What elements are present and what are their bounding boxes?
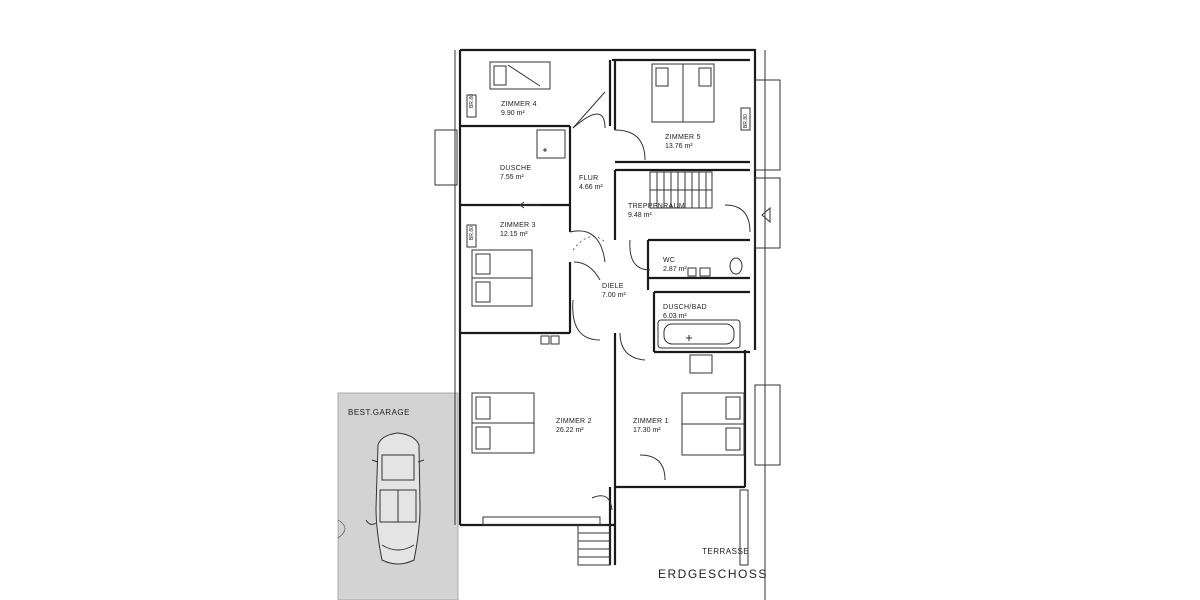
room-name: TREPPENRAUM: [628, 203, 685, 210]
floor-title: ERDGESCHOSS: [658, 567, 768, 581]
room-labels: ZIMMER 4 9.90 m² ZIMMER 5 13.76 m² DUSCH…: [500, 101, 707, 434]
room-area: 9.48 m²: [628, 212, 652, 219]
room-name: FLUR: [579, 175, 598, 182]
room-area: 7.55 m²: [500, 174, 524, 181]
terrace-label: TERRASSE: [702, 547, 749, 556]
room-name: ZIMMER 5: [665, 134, 701, 141]
sink-icon: [540, 335, 560, 345]
room-area: 2.87 m²: [663, 266, 687, 273]
interior-walls: [460, 58, 750, 565]
exterior-steps: [577, 524, 611, 566]
room-area: 4.66 m²: [579, 184, 603, 191]
room-area: 17.30 m²: [633, 427, 661, 434]
bed-icon: [651, 63, 715, 123]
room-name: ZIMMER 3: [500, 222, 536, 229]
room-name: ZIMMER 1: [633, 418, 669, 425]
room-name: DUSCH/BAD: [663, 304, 707, 311]
room-name: WC: [663, 257, 675, 264]
doors: [569, 91, 751, 511]
room-area: 12.15 m²: [500, 231, 528, 238]
window-tag: BR.80: [469, 94, 475, 108]
staircase: [649, 171, 713, 209]
room-name: ZIMMER 2: [556, 418, 592, 425]
room-area: 26.22 m²: [556, 427, 584, 434]
entrance-arrow-icon: [761, 206, 771, 224]
room-name: ZIMMER 4: [501, 101, 537, 108]
shower-icon: [536, 129, 566, 159]
bed-icon: [681, 392, 745, 456]
room-name: DIELE: [602, 283, 624, 290]
bed-icon: [471, 249, 533, 307]
window-tag: BR.80: [743, 114, 749, 128]
bed-icon: [489, 61, 551, 90]
window-tags: BR.80 BR.80 BR.80: [469, 94, 749, 240]
bed-icon: [471, 392, 535, 454]
garage: BEST.GARAGE: [337, 392, 459, 600]
room-area: 13.76 m²: [665, 143, 693, 150]
room-area: 6.03 m²: [663, 313, 687, 320]
toilet-icon: [687, 257, 743, 277]
room-area: 7.00 m²: [602, 292, 626, 299]
garage-label: BEST.GARAGE: [348, 408, 410, 417]
window-tag: BR.80: [469, 226, 475, 240]
bathtub-icon: [657, 319, 741, 374]
room-name: DUSCHE: [500, 165, 531, 172]
car-icon: [365, 432, 425, 565]
room-area: 9.90 m²: [501, 110, 525, 117]
windows: [434, 79, 781, 566]
